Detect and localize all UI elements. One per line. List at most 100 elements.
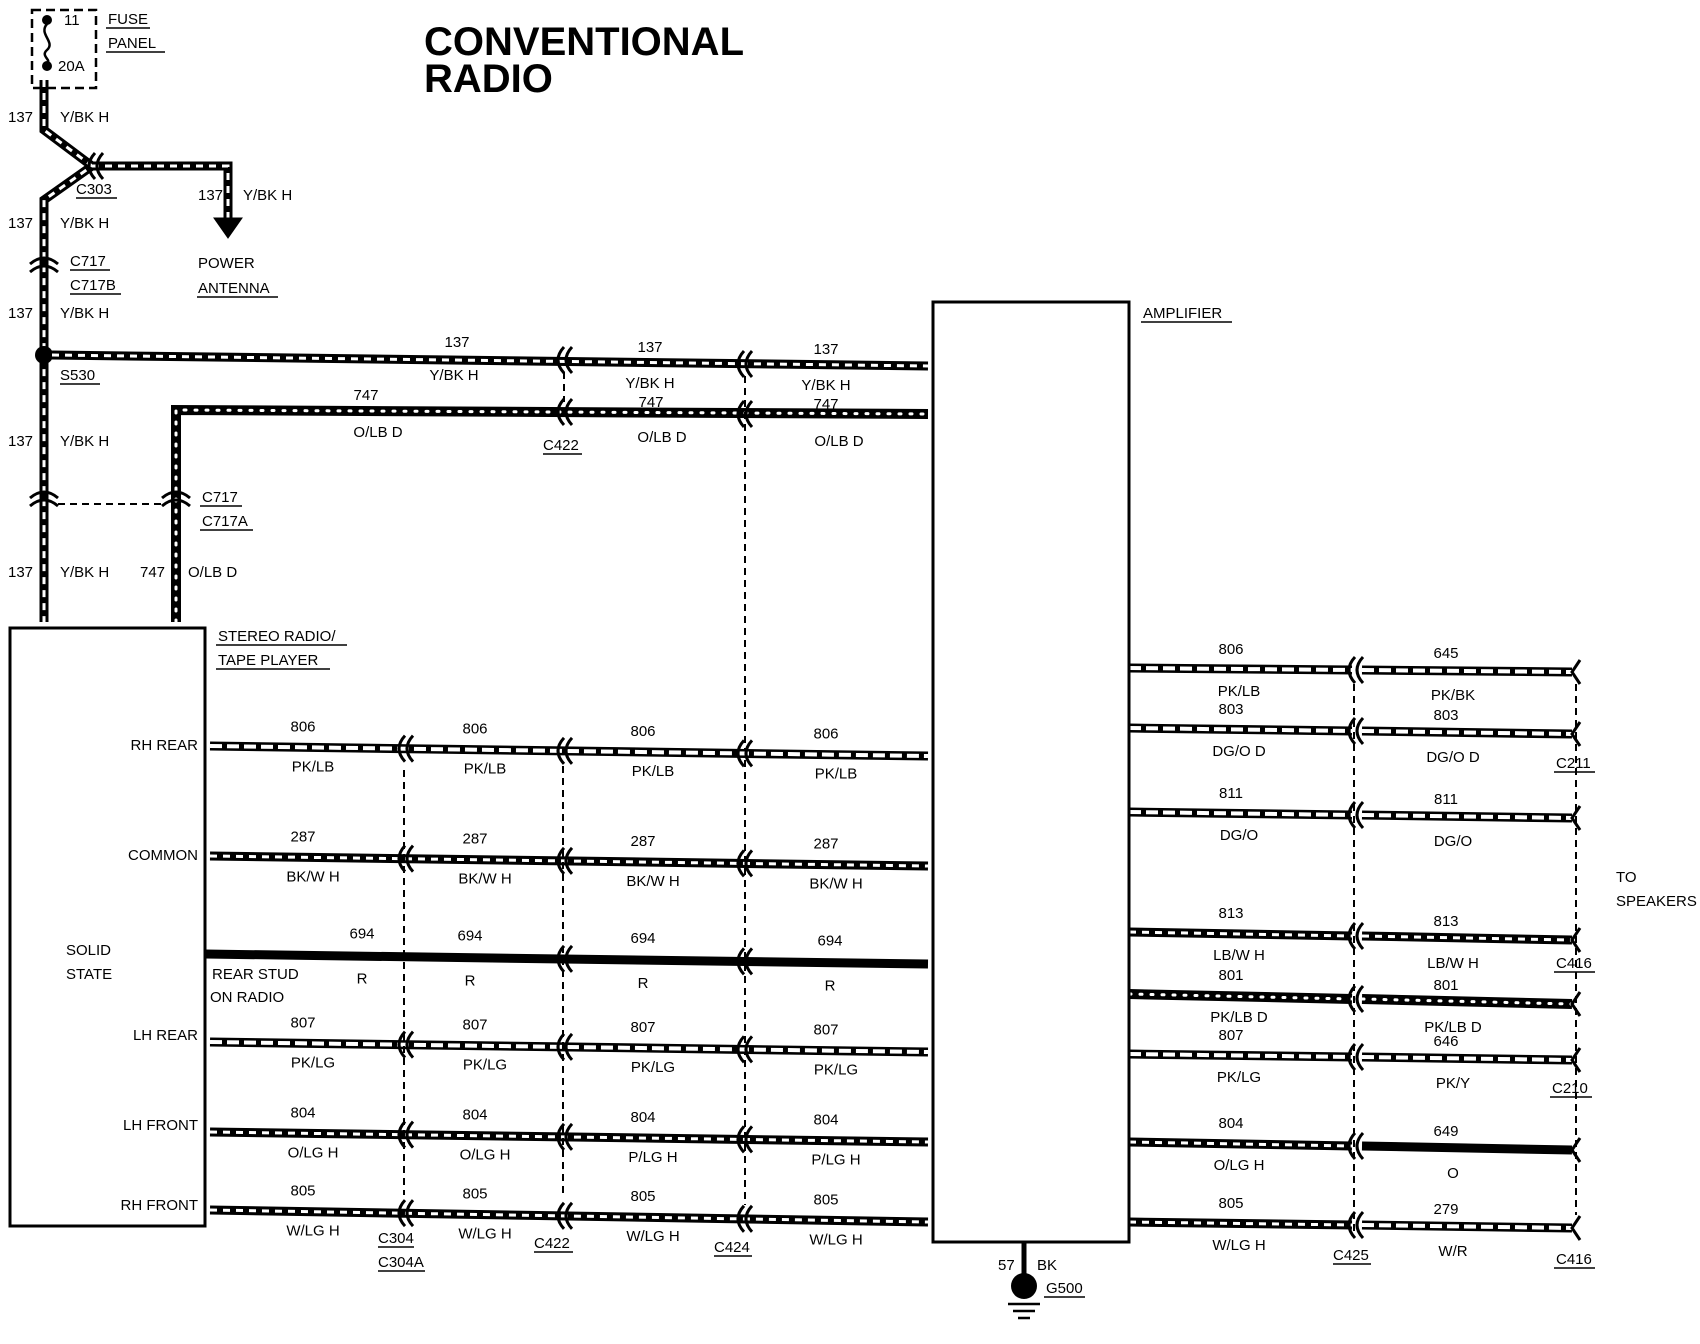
right-a-color-4: PK/LB D bbox=[1210, 1009, 1268, 1026]
left-wire-num-1: 137 bbox=[8, 215, 33, 232]
connector-c717b bbox=[29, 256, 59, 274]
right-b-num-6: 649 bbox=[1433, 1123, 1458, 1140]
mid-694-num-2: 694 bbox=[630, 930, 655, 947]
left-wire-color-0: Y/BK H bbox=[60, 109, 109, 126]
ground-color: BK bbox=[1037, 1257, 1057, 1274]
c717-label-bottom: C717 bbox=[202, 489, 238, 506]
mid-804-num-1: 804 bbox=[462, 1107, 487, 1124]
fuse-number: 11 bbox=[64, 12, 80, 29]
mid-804-color-1: O/LG H bbox=[460, 1147, 511, 1164]
left-wire-num-3: 137 bbox=[8, 433, 33, 450]
to-speakers-2: SPEAKERS bbox=[1616, 893, 1697, 910]
right-a-color-5: PK/LG bbox=[1217, 1069, 1261, 1086]
c422-bottom-label: C422 bbox=[534, 1235, 570, 1252]
mid-806-color-0: PK/LB bbox=[292, 758, 335, 775]
connector-804-2 bbox=[736, 1125, 754, 1154]
connectors-layer bbox=[29, 151, 1582, 1241]
radio-pin-1: COMMON bbox=[128, 847, 198, 864]
mid-804-num-3: 804 bbox=[813, 1112, 838, 1129]
radio-pin-4: RH FRONT bbox=[121, 1197, 199, 1214]
mid-694-num-0: 694 bbox=[349, 925, 374, 942]
c303-label: C303 bbox=[76, 181, 112, 198]
wire-right-807-a-hatch bbox=[1128, 1052, 1353, 1059]
connector-c425-7 bbox=[1347, 1210, 1365, 1240]
wire-287-dash bbox=[209, 854, 929, 868]
right-a-num-0: 806 bbox=[1218, 641, 1243, 658]
right-b-num-2: 811 bbox=[1434, 791, 1458, 808]
mid-806-num-3: 806 bbox=[813, 726, 838, 743]
stereo-radio-box bbox=[8, 626, 207, 1228]
wire-right-804-a bbox=[1128, 1137, 1353, 1151]
mid-806-num-0: 806 bbox=[290, 718, 315, 735]
connector-c717a bbox=[161, 490, 191, 508]
c304a-label: C304A bbox=[378, 1254, 424, 1271]
top-747-num-2: 747 bbox=[813, 396, 838, 413]
connector-c425-4 bbox=[1347, 984, 1365, 1014]
radio-label-1: STEREO RADIO/ bbox=[218, 628, 336, 645]
top-137-num-0: 137 bbox=[444, 334, 469, 351]
mid-287-num-2: 287 bbox=[630, 833, 655, 850]
wire-right-806-a-hatch bbox=[1128, 666, 1353, 672]
c211-label: C211 bbox=[1556, 755, 1591, 772]
mid-806-color-3: PK/LB bbox=[815, 766, 858, 783]
mid-287-num-0: 287 bbox=[290, 828, 315, 845]
left-wire-num-0: 137 bbox=[8, 109, 33, 126]
c416-label-2: C416 bbox=[1556, 1251, 1592, 1268]
power-antenna-color: Y/BK H bbox=[243, 187, 292, 204]
top-137-color-0: Y/BK H bbox=[429, 367, 478, 384]
connector-804-0 bbox=[397, 1120, 415, 1149]
fuse-label-2: PANEL bbox=[108, 35, 156, 52]
right-b-color-2: DG/O bbox=[1434, 833, 1472, 850]
connector-c425-6 bbox=[1347, 1131, 1365, 1161]
mid-287-color-0: BK/W H bbox=[286, 868, 339, 885]
fuse-label-1: FUSE bbox=[108, 11, 148, 28]
wire-right-813-b-dash bbox=[1361, 934, 1573, 942]
wire-807-hatch bbox=[209, 1040, 929, 1054]
c717a-label: C717A bbox=[202, 513, 248, 530]
connector-c425-3 bbox=[1347, 921, 1365, 951]
connector-c424-747 bbox=[736, 399, 754, 429]
top-747-color-2: O/LB D bbox=[814, 433, 863, 450]
amplifier-box bbox=[931, 300, 1131, 1244]
top-747-color-0: O/LB D bbox=[353, 424, 402, 441]
right-a-color-3: LB/W H bbox=[1213, 947, 1265, 964]
left-wire-color-1: Y/BK H bbox=[60, 215, 109, 232]
right-b-color-3: LB/W H bbox=[1427, 955, 1479, 972]
amplifier-label: AMPLIFIER bbox=[1143, 305, 1222, 322]
speaker-end-1 bbox=[1570, 721, 1582, 747]
speaker-end-2 bbox=[1570, 805, 1582, 831]
right-a-num-6: 804 bbox=[1218, 1115, 1243, 1132]
wire-right-805-a bbox=[1128, 1217, 1353, 1230]
mid-807-num-1: 807 bbox=[462, 1017, 487, 1034]
right-b-num-1: 803 bbox=[1433, 707, 1458, 724]
rear-stud-label-2: ON RADIO bbox=[210, 989, 284, 1006]
mid-287-color-2: BK/W H bbox=[626, 873, 679, 890]
right-b-num-4: 801 bbox=[1433, 977, 1458, 994]
radio-pin-3: LH FRONT bbox=[123, 1117, 198, 1134]
right-a-num-5: 807 bbox=[1218, 1027, 1243, 1044]
left-wire-num-2: 137 bbox=[8, 305, 33, 322]
mid-287-num-3: 287 bbox=[813, 836, 838, 853]
right-b-color-6: O bbox=[1447, 1165, 1459, 1182]
mid-804-num-2: 804 bbox=[630, 1109, 655, 1126]
s530-splice-dot bbox=[35, 346, 53, 364]
to-speakers-1: TO bbox=[1616, 869, 1637, 886]
connector-807-0 bbox=[397, 1030, 415, 1059]
wire-137-amp-dash bbox=[51, 353, 929, 368]
solid-state-label-2: STATE bbox=[66, 966, 112, 983]
c717b-label: C717B bbox=[70, 277, 116, 294]
connector-807-1 bbox=[556, 1032, 574, 1061]
radio-pin-0: RH REAR bbox=[130, 737, 198, 754]
ground-id: G500 bbox=[1046, 1280, 1083, 1297]
right-b-num-5: 646 bbox=[1433, 1033, 1458, 1050]
c424-bottom-label: C424 bbox=[714, 1239, 750, 1256]
right-b-color-0: PK/BK bbox=[1431, 687, 1475, 704]
ground-eyelet-icon bbox=[1011, 1273, 1037, 1299]
wire-right-813-a-dash bbox=[1128, 930, 1353, 938]
fuse-terminal-top bbox=[42, 15, 52, 25]
mid-694-num-1: 694 bbox=[457, 928, 482, 945]
c210-label: C210 bbox=[1552, 1080, 1588, 1097]
right-a-num-1: 803 bbox=[1218, 701, 1243, 718]
ground-symbol-icon bbox=[1008, 1302, 1040, 1320]
connector-806-1 bbox=[556, 736, 574, 765]
